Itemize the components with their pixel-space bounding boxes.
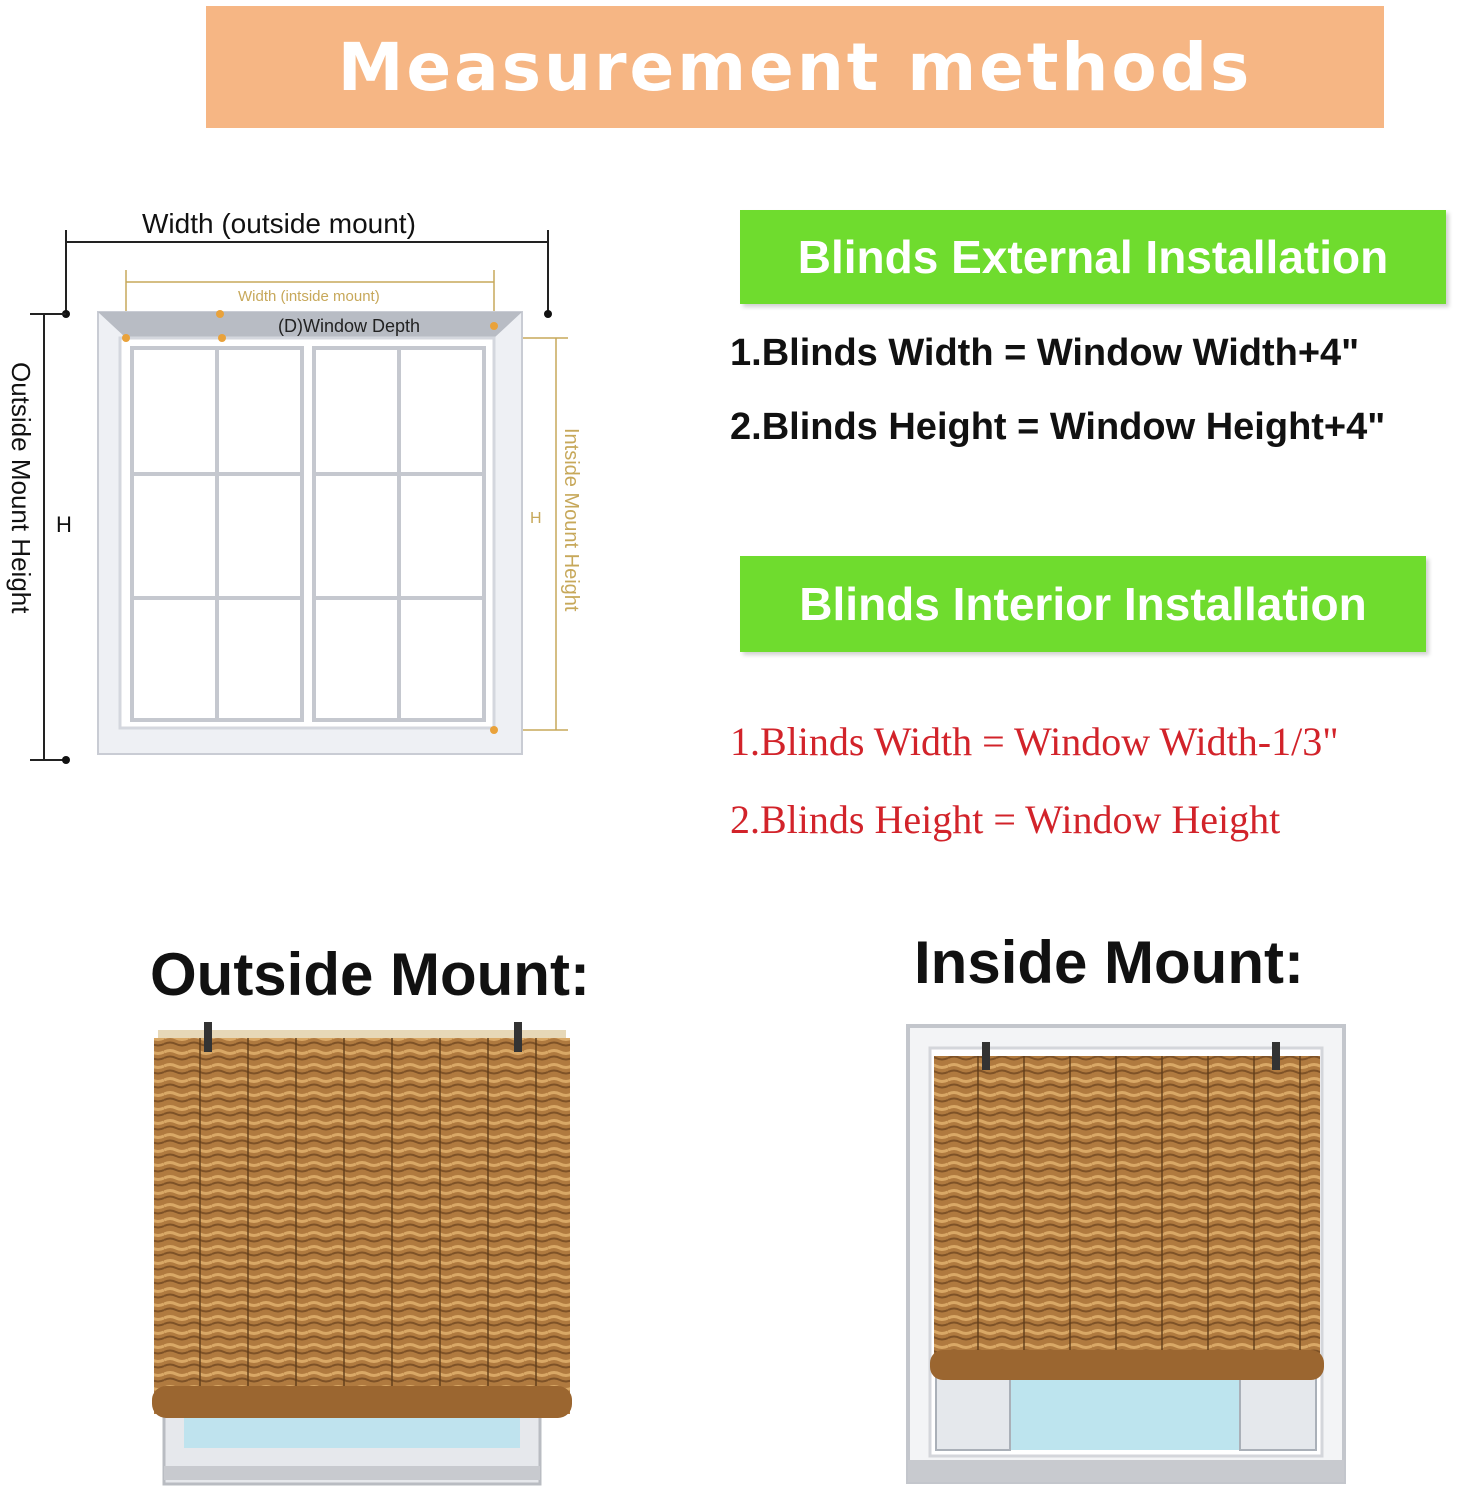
interior-rule-height: 2.Blinds Height = Window Height bbox=[730, 797, 1281, 842]
interior-installation-heading: Blinds Interior Installation bbox=[740, 556, 1426, 652]
header-banner: Measurement methods bbox=[206, 6, 1384, 128]
external-installation-heading: Blinds External Installation bbox=[740, 210, 1446, 304]
outside-width-label: Width (outside mount) bbox=[142, 208, 416, 239]
inside-mount-title: Inside Mount: bbox=[914, 929, 1304, 996]
page-title: Measurement methods bbox=[337, 28, 1253, 106]
interior-rule-width: 1.Blinds Width = Window Width-1/3" bbox=[730, 719, 1339, 764]
inside-height-letter: H bbox=[530, 510, 542, 527]
window-measurement-diagram: Width (outside mount) Width (intside mou… bbox=[0, 190, 620, 790]
inside-height-label: Intside Mount Height bbox=[560, 428, 582, 612]
outside-height-letter: H bbox=[56, 512, 72, 537]
external-rule-height: 2.Blinds Height = Window Height+4" bbox=[730, 406, 1386, 448]
inside-mount-illustration bbox=[906, 1024, 1346, 1484]
inside-width-label: Width (intside mount) bbox=[238, 288, 380, 305]
outside-mount-title: Outside Mount: bbox=[150, 941, 590, 1008]
window-illustration bbox=[30, 230, 568, 764]
external-rule-width: 1.Blinds Width = Window Width+4" bbox=[730, 332, 1360, 374]
window-depth-label: (D)Window Depth bbox=[278, 316, 421, 336]
outside-mount-illustration bbox=[152, 1022, 572, 1486]
outside-height-label: Outside Mount Height bbox=[6, 362, 36, 614]
interior-heading-text: Blinds Interior Installation bbox=[799, 578, 1367, 630]
external-heading-text: Blinds External Installation bbox=[797, 231, 1389, 283]
